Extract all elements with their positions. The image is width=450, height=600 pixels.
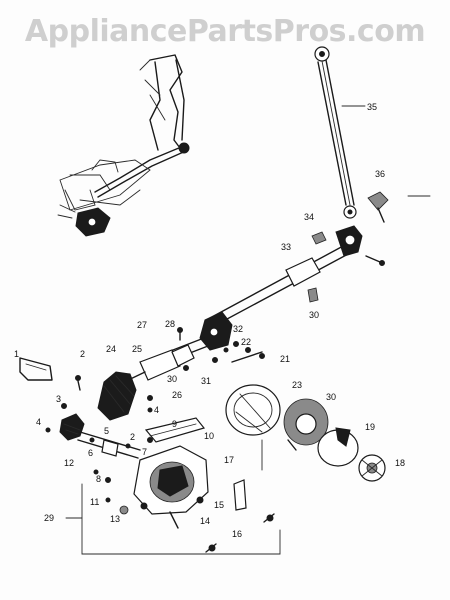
callout-30-lower: 30 bbox=[326, 392, 336, 402]
bobbin-case-ring bbox=[225, 384, 281, 436]
callout-4: 4 bbox=[36, 417, 41, 427]
callout-7: 7 bbox=[142, 447, 147, 457]
bevel-gear bbox=[97, 371, 137, 421]
callout-2: 2 bbox=[80, 349, 85, 359]
callout-23: 23 bbox=[292, 380, 302, 390]
callout-26: 26 bbox=[172, 390, 182, 400]
callout-19: 19 bbox=[365, 422, 375, 432]
callout-31: 31 bbox=[201, 376, 211, 386]
watermark: AppliancePartsPros.com bbox=[24, 14, 426, 49]
assembly-bracket bbox=[65, 439, 281, 555]
callout-16: 16 bbox=[232, 529, 242, 539]
callout-12: 12 bbox=[64, 458, 74, 468]
thread-guide bbox=[144, 417, 206, 443]
callout-13: 13 bbox=[110, 514, 120, 524]
callout-6: 6 bbox=[88, 448, 93, 458]
callout-30-upper: 30 bbox=[309, 310, 319, 320]
callout-34: 34 bbox=[304, 212, 314, 222]
callout-8: 8 bbox=[96, 474, 101, 484]
crank-assembly bbox=[311, 225, 385, 266]
callout-5: 5 bbox=[104, 426, 109, 436]
callout-14: 14 bbox=[200, 516, 210, 526]
shuttle-race bbox=[283, 398, 329, 451]
stud-fitting bbox=[367, 191, 389, 223]
callout-9: 9 bbox=[172, 419, 177, 429]
callout-11: 11 bbox=[90, 497, 99, 507]
callout-3: 3 bbox=[56, 394, 61, 404]
hook-housing bbox=[133, 445, 209, 529]
lower-shaft bbox=[19, 357, 153, 459]
arm-shaft bbox=[119, 244, 351, 385]
callout-4-upper: 4 bbox=[154, 405, 159, 415]
bobbin bbox=[358, 454, 386, 482]
callout-1: 1 bbox=[14, 349, 19, 359]
upper-frame-linkage bbox=[57, 54, 190, 237]
callout-28: 28 bbox=[165, 319, 175, 329]
connecting-rod bbox=[314, 46, 357, 219]
callout-33: 33 bbox=[281, 242, 291, 252]
screws-lower bbox=[93, 469, 129, 515]
feed-lever bbox=[205, 479, 275, 553]
callout-29: 29 bbox=[44, 513, 54, 523]
callout-22: 22 bbox=[241, 337, 251, 347]
callout-2-lower: 2 bbox=[130, 432, 135, 442]
callout-32: 32 bbox=[233, 324, 243, 334]
callout-25: 25 bbox=[132, 344, 142, 354]
callout-18: 18 bbox=[395, 458, 405, 468]
callout-21: 21 bbox=[280, 354, 290, 364]
callout-10: 10 bbox=[204, 431, 214, 441]
callout-36: 36 bbox=[375, 169, 385, 179]
screws-upper bbox=[147, 327, 265, 413]
callout-17: 17 bbox=[224, 455, 234, 465]
callout-27: 27 bbox=[137, 320, 147, 330]
callout-30-mid: 30 bbox=[167, 374, 177, 384]
hook bbox=[317, 427, 359, 467]
callout-15: 15 bbox=[214, 500, 224, 510]
callout-35: 35 bbox=[367, 102, 377, 112]
part-callouts: 35 36 34 33 30 27 28 32 22 21 24 25 30 3… bbox=[14, 102, 405, 539]
callout-24: 24 bbox=[106, 344, 116, 354]
